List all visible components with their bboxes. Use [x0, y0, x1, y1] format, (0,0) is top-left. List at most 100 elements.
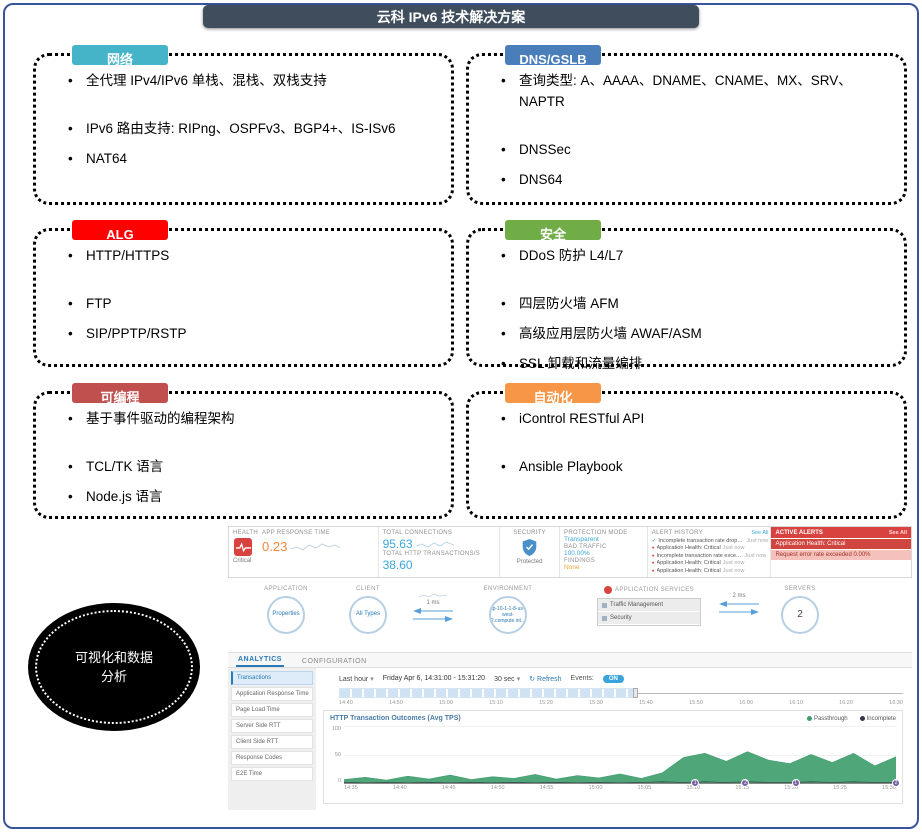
event-marker[interactable]: 1	[791, 779, 800, 787]
active-alerts-section: ACTIVE ALERTS See All Application Health…	[771, 527, 911, 577]
legend-dot	[806, 716, 812, 721]
slide-title: 云科 IPv6 技术解决方案	[203, 5, 699, 28]
legend-dot	[859, 716, 865, 721]
alert-text: Application Health: Critical	[656, 545, 721, 552]
feature-box-programmable-list: 基于事件驱动的编程架构TCL/TK 语言Node.js 语言	[36, 394, 451, 508]
x-tick: 15:25	[833, 785, 847, 791]
feature-box-network: 网络 全代理 IPv4/IPv6 单栈、混栈、双栈支持IPv6 路由支持: RI…	[33, 45, 454, 205]
feature-item: NAT64	[56, 149, 435, 170]
alert-history-row: Incomplete transaction rate dropped belo…	[652, 538, 769, 545]
health-pulse-icon	[234, 538, 252, 556]
legend-item: Incomplete	[859, 716, 896, 722]
event-marker[interactable]: 1	[691, 779, 700, 787]
servers-node[interactable]: 2	[781, 596, 819, 634]
servers-label: SERVERS	[784, 586, 816, 592]
chart-title: HTTP Transaction Outcomes (Avg TPS)	[330, 715, 461, 722]
y-tick: 100	[331, 726, 341, 732]
feature-box-automation: 自动化 iControl RESTful APIAnsible Playbook	[466, 383, 907, 519]
feature-item: 基于事件驱动的编程架构	[56, 409, 435, 430]
feature-box-programmable-tab: 可编程	[72, 383, 168, 403]
analytics-tab[interactable]: CONFIGURATION	[301, 658, 367, 665]
alert-history-label: ALERT HISTORY	[651, 530, 703, 536]
x-tick: 15:15	[735, 785, 750, 791]
security-label: SECURITY	[513, 530, 546, 536]
feature-item: TCL/TK 语言	[56, 457, 435, 478]
feature-box-alg-label: ALG	[106, 227, 134, 240]
x-tick: 15:30	[882, 785, 896, 791]
environment-node[interactable]: ip-10-1-1-8-us-west-2.compute.int...	[489, 596, 527, 634]
application-node[interactable]: Properties	[267, 596, 305, 634]
service-name: Traffic Management	[610, 602, 664, 608]
refresh-label: Refresh	[537, 675, 562, 683]
feature-item: 四层防火墙 AFM	[489, 294, 888, 315]
protection-pair: BAD TRAFFIC 100.00%	[564, 544, 643, 557]
events-toggle[interactable]: ON	[602, 674, 624, 683]
events-label: Events:	[570, 675, 594, 682]
sidebar-metric-item[interactable]: E2E Time	[231, 767, 313, 781]
alert-time: Just now	[722, 567, 745, 574]
sidebar-metric-item[interactable]: Client Side RTT	[231, 735, 313, 749]
analytics-tab[interactable]: ANALYTICS	[236, 656, 284, 667]
refresh-button[interactable]: ↻ Refresh	[529, 675, 562, 683]
timeline-handle[interactable]	[633, 688, 639, 698]
feature-item: HTTP/HTTPS	[56, 246, 435, 267]
feature-box-programmable: 可编程 基于事件驱动的编程架构TCL/TK 语言Node.js 语言	[33, 383, 454, 519]
alert-time: Just now	[722, 560, 745, 567]
service-row[interactable]: Security	[598, 612, 700, 625]
service-row[interactable]: Traffic Management	[598, 599, 700, 612]
connections-sparkline	[415, 541, 454, 548]
metrics-bar: HEALTH Critical APP RESPONSE TIME 0.23 T…	[228, 526, 912, 578]
visualization-badge: 可视化和数据分析	[28, 603, 200, 731]
timeline-tick: 15:50	[689, 700, 703, 706]
protection-pair: FINDINGS None	[564, 558, 643, 571]
alert-history-see-all-link[interactable]: See All	[751, 530, 769, 536]
time-range-dropdown[interactable]: Last hour	[339, 675, 374, 683]
app-response-time-value: 0.23	[262, 538, 288, 554]
health-status: Critical	[233, 558, 252, 564]
timeline-track	[633, 693, 903, 694]
total-connections-label: TOTAL CONNECTIONS	[382, 530, 453, 536]
protection-pair-value: Transparent	[564, 536, 599, 543]
feature-box-security: 安全 DDoS 防护 L4/L7四层防火墙 AFM高级应用层防火墙 AWAF/A…	[466, 220, 907, 375]
alert-history-section: ALERT HISTORY See All Incomplete transac…	[648, 527, 772, 577]
time-selection-region[interactable]	[339, 688, 634, 698]
feature-box-dns-gslb: DNS/GSLB 查询类型: A、AAAA、DNAME、CNAME、MX、SRV…	[466, 45, 907, 205]
application-map: APPLICATION Properties CLIENT All Types …	[228, 578, 912, 652]
bidirectional-arrows-icon	[413, 608, 453, 622]
security-status: Protected	[516, 559, 543, 565]
bidirectional-arrows-icon	[719, 601, 759, 615]
sidebar-metric-item[interactable]: Page Load Time	[231, 703, 313, 717]
analytics-main: Last hour Friday Apr 6, 14:31:00 - 15:31…	[316, 668, 912, 810]
x-tick: 14:50	[490, 785, 505, 791]
app-response-time-label: APP RESPONSE TIME	[262, 530, 330, 536]
feature-box-programmable-label: 可编程	[100, 390, 140, 403]
f5-icon	[603, 586, 612, 594]
interval-dropdown[interactable]: 30 sec	[494, 675, 520, 683]
timeline-tick: 15:00	[439, 700, 453, 706]
sidebar-metric-item[interactable]: Response Codes	[231, 751, 313, 765]
feature-item: 查询类型: A、AAAA、DNAME、CNAME、MX、SRV、NAPTR	[489, 71, 888, 113]
timeline-tick: 15:10	[489, 700, 503, 706]
event-markers: 1 2 1 2	[344, 779, 900, 787]
sidebar-metric-item[interactable]: Transactions	[231, 671, 313, 685]
y-tick: 50	[334, 752, 341, 758]
event-marker[interactable]: 2	[892, 779, 900, 787]
sidebar-metric-item[interactable]: Server Side RTT	[231, 719, 313, 733]
tps-area-chart	[344, 726, 896, 783]
alert-status-icon	[652, 568, 655, 575]
alert-time: Just now	[722, 545, 745, 552]
active-alerts-see-all-link[interactable]: See All	[888, 529, 907, 536]
feature-box-automation-label: 自动化	[533, 390, 573, 403]
feature-item: DDoS 防护 L4/L7	[489, 246, 888, 267]
sidebar-metric-item[interactable]: Application Response Time	[231, 687, 313, 701]
event-marker[interactable]: 2	[741, 779, 750, 787]
legend-label: Passthrough	[813, 715, 848, 722]
alert-text: Incomplete transaction rate exceeded 0.0…	[656, 552, 743, 559]
client-node[interactable]: All Types	[349, 596, 387, 634]
x-tick: 14:40	[392, 785, 407, 791]
